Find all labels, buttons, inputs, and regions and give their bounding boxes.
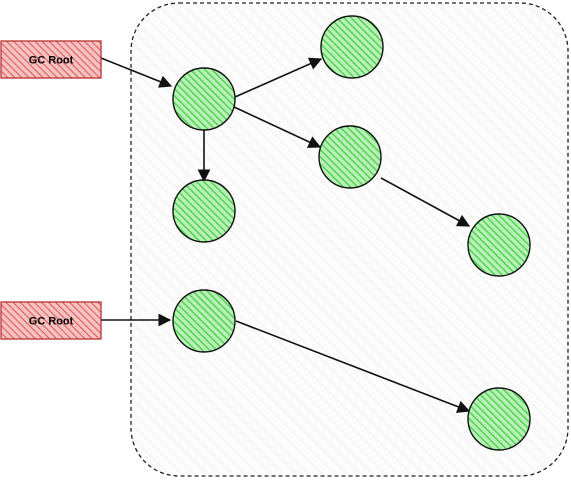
edge-node-a-to-node-b bbox=[234, 57, 323, 98]
object-node-c bbox=[318, 125, 382, 189]
edge-root1-to-node-a bbox=[100, 57, 173, 88]
gc-root-1: GC Root bbox=[0, 40, 102, 79]
edges bbox=[100, 57, 471, 413]
object-node-f bbox=[172, 289, 236, 353]
object-node-d bbox=[172, 179, 236, 243]
edge-node-f-to-node-g bbox=[235, 320, 471, 413]
object-node-b bbox=[320, 15, 384, 79]
object-node-e bbox=[467, 213, 531, 277]
object-nodes bbox=[172, 15, 531, 451]
object-node-g bbox=[467, 387, 531, 451]
edge-node-c-to-node-e bbox=[380, 177, 471, 227]
edge-node-a-to-node-c bbox=[231, 105, 322, 148]
gc-root-1-label: GC Root bbox=[29, 55, 74, 67]
gc-root-2-label: GC Root bbox=[29, 316, 74, 328]
gc-root-1-box bbox=[0, 40, 102, 79]
gc-root-2: GC Root bbox=[0, 301, 102, 340]
gc-root-2-box bbox=[0, 301, 102, 340]
heap-container bbox=[130, 2, 569, 477]
object-node-a bbox=[172, 67, 236, 131]
